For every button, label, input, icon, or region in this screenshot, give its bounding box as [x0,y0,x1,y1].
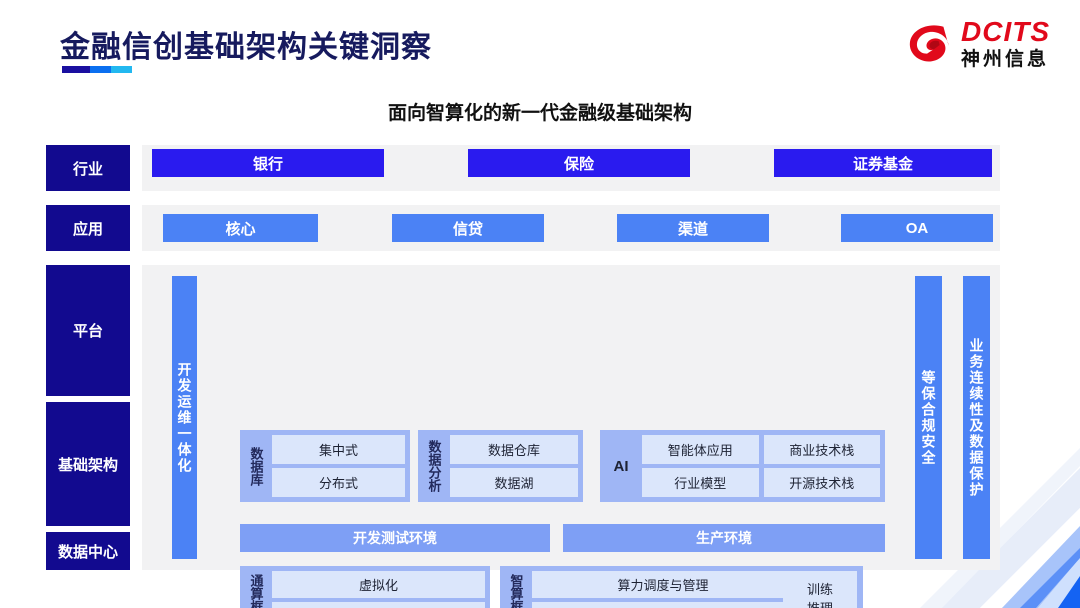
industry-chip-securities[interactable]: 证券基金 [774,149,992,177]
logo-text: DCITS 神州信息 [961,16,1050,70]
group-general-framework: 通算框架 虚拟化 云 [240,566,490,608]
row-label-industry: 行业 [46,145,130,191]
cell-cloud[interactable]: 云 [272,602,485,608]
group-title-data-analysis: 数据分析 [426,440,442,492]
cell-commercial-stack[interactable]: 商业技术栈 [763,435,880,464]
group-data-analysis: 数据分析 数据仓库 数据湖 [418,430,583,502]
group-title-general-framework: 通算框架 [248,574,264,608]
row-label-infrastructure: 基础架构 [46,402,130,526]
cell-agent-application[interactable]: 智能体应用 [642,435,759,464]
group-title-ai: AI [613,457,629,475]
cell-data-lake[interactable]: 数据湖 [450,468,578,497]
cell-opensource-stack[interactable]: 开源技术栈 [763,468,880,497]
platform-infra-panel [142,265,1000,570]
slide-subtitle: 面向智算化的新一代金融级基础架构 [387,103,692,124]
row-label-platform: 平台 [46,265,130,396]
title-accent-rule [62,66,132,73]
env-bar-dev-test[interactable]: 开发测试环境 [240,524,550,552]
industry-chip-bank[interactable]: 银行 [152,149,384,177]
application-chip-channel[interactable]: 渠道 [617,214,769,242]
slide-header: 金融信创基础架构关键洞察 DCITS 神州信息 [0,0,1080,92]
architecture-diagram: 行业 应用 平台 基础架构 数据中心 银行 保险 证券基金 核心 信贷 渠道 O… [0,140,1080,608]
cell-train-infer[interactable]: 训练 推理 [783,571,857,608]
cell-distributed[interactable]: 分布式 [272,468,405,497]
cell-data-processing[interactable]: 数据处理与管理 [532,602,794,608]
application-chip-oa[interactable]: OA [841,214,993,242]
group-ai: AI 智能体应用 行业模型 商业技术栈 开源技术栈 [600,430,885,502]
dcits-swirl-icon [909,24,949,62]
group-database: 数据库 集中式 分布式 [240,430,410,502]
cell-centralized[interactable]: 集中式 [272,435,405,464]
application-chip-credit[interactable]: 信贷 [392,214,544,242]
group-title-intelligent-framework: 智算框架 [508,574,524,608]
vertical-bar-continuity: 业务连续性及数据保护 [963,276,990,559]
group-title-database: 数据库 [248,446,264,486]
cell-industry-model[interactable]: 行业模型 [642,468,759,497]
env-bar-production[interactable]: 生产环境 [563,524,885,552]
vertical-bar-security: 等保合规安全 [915,276,942,559]
company-logo: DCITS 神州信息 [907,18,1050,69]
vertical-bar-devops: 开发运维一体化 [172,276,197,559]
logo-cn-text: 神州信息 [961,49,1050,70]
logo-en-text: DCITS [961,16,1050,47]
industry-chip-insurance[interactable]: 保险 [468,149,690,177]
row-label-datacenter: 数据中心 [46,532,130,570]
page-title: 金融信创基础架构关键洞察 [60,31,432,64]
application-chip-core[interactable]: 核心 [163,214,318,242]
cell-data-warehouse[interactable]: 数据仓库 [450,435,578,464]
cell-compute-scheduling[interactable]: 算力调度与管理 [532,571,794,598]
cell-virtualization[interactable]: 虚拟化 [272,571,485,598]
row-label-application: 应用 [46,205,130,251]
